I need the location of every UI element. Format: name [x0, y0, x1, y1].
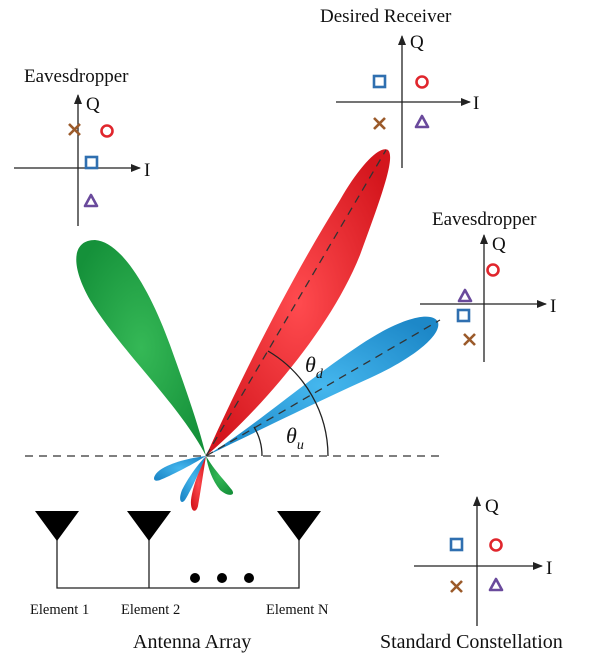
- eavesdropper-left-title: Eavesdropper: [24, 66, 129, 87]
- q-axis-label: Q: [86, 94, 100, 115]
- i-axis-label: I: [546, 558, 552, 579]
- circle-symbol-icon: [486, 263, 500, 277]
- square-symbol-icon: [84, 155, 99, 170]
- square-symbol-icon: [449, 537, 464, 552]
- beam-lobe-red: [206, 149, 391, 456]
- square-symbol-icon: [372, 74, 387, 89]
- square-symbol-icon: [456, 308, 471, 323]
- theta-d-arc: [267, 350, 329, 457]
- beam-back-lobe-red: [190, 456, 206, 511]
- element-1-label: Element 1: [30, 602, 89, 618]
- theta-u-label: θu: [286, 423, 304, 453]
- triangle-symbol-icon: [414, 114, 430, 129]
- q-axis-label: Q: [485, 496, 499, 517]
- antenna-array-label: Antenna Array: [133, 631, 251, 653]
- eavesdropper-beam-axis: [205, 319, 441, 457]
- theta-u-arc: [253, 426, 263, 457]
- theta-d-label: θd: [305, 352, 324, 382]
- i-axis-label: I: [473, 93, 479, 114]
- eavesdropper-right-title: Eavesdropper: [432, 209, 537, 230]
- desired-beam-axis: [205, 149, 387, 457]
- angle-arcs: θd θu: [253, 350, 329, 457]
- triangle-symbol-icon: [457, 288, 473, 303]
- antenna-element-1-icon: [35, 511, 79, 541]
- circle-symbol-icon: [100, 124, 114, 138]
- cross-symbol-icon: [68, 123, 81, 136]
- eavesdropper-right-constellation: Eavesdropper I Q: [420, 209, 556, 362]
- i-axis-label: I: [144, 160, 150, 181]
- element-2-label: Element 2: [121, 602, 180, 618]
- cross-symbol-icon: [463, 333, 476, 346]
- beam-lobes: [76, 149, 439, 511]
- antenna-wire: [56, 540, 300, 589]
- ellipsis-dot-1: [190, 573, 200, 583]
- circle-symbol-icon: [489, 538, 503, 552]
- q-axis-label: Q: [410, 32, 424, 53]
- desired-receiver-title: Desired Receiver: [320, 6, 452, 27]
- antenna-element-2-icon: [127, 511, 171, 541]
- circle-symbol-icon: [415, 75, 429, 89]
- beam-back-lobe-blue-2: [180, 456, 206, 502]
- standard-constellation: I Q Standard Constellation: [380, 496, 563, 653]
- element-n-label: Element N: [266, 602, 329, 618]
- q-axis-label: Q: [492, 234, 506, 255]
- ellipsis-dot-3: [244, 573, 254, 583]
- triangle-symbol-icon: [488, 577, 504, 592]
- beam-back-lobe-green: [206, 456, 234, 495]
- beam-lobe-blue: [206, 316, 439, 456]
- standard-constellation-title: Standard Constellation: [380, 631, 563, 653]
- desired-receiver-constellation: Desired Receiver I Q: [320, 6, 479, 168]
- i-axis-label: I: [550, 296, 556, 317]
- triangle-symbol-icon: [83, 193, 99, 208]
- antenna-element-n-icon: [277, 511, 321, 541]
- cross-symbol-icon: [450, 580, 463, 593]
- eavesdropper-left-constellation: Eavesdropper I Q: [14, 66, 150, 226]
- beam-back-lobe-blue: [154, 456, 206, 481]
- ellipsis-dot-2: [217, 573, 227, 583]
- cross-symbol-icon: [373, 117, 386, 130]
- antenna-array: Element 1 Element 2 Element N Antenna Ar…: [30, 511, 329, 653]
- dashed-lines: [25, 149, 441, 457]
- beam-lobe-green: [76, 240, 206, 456]
